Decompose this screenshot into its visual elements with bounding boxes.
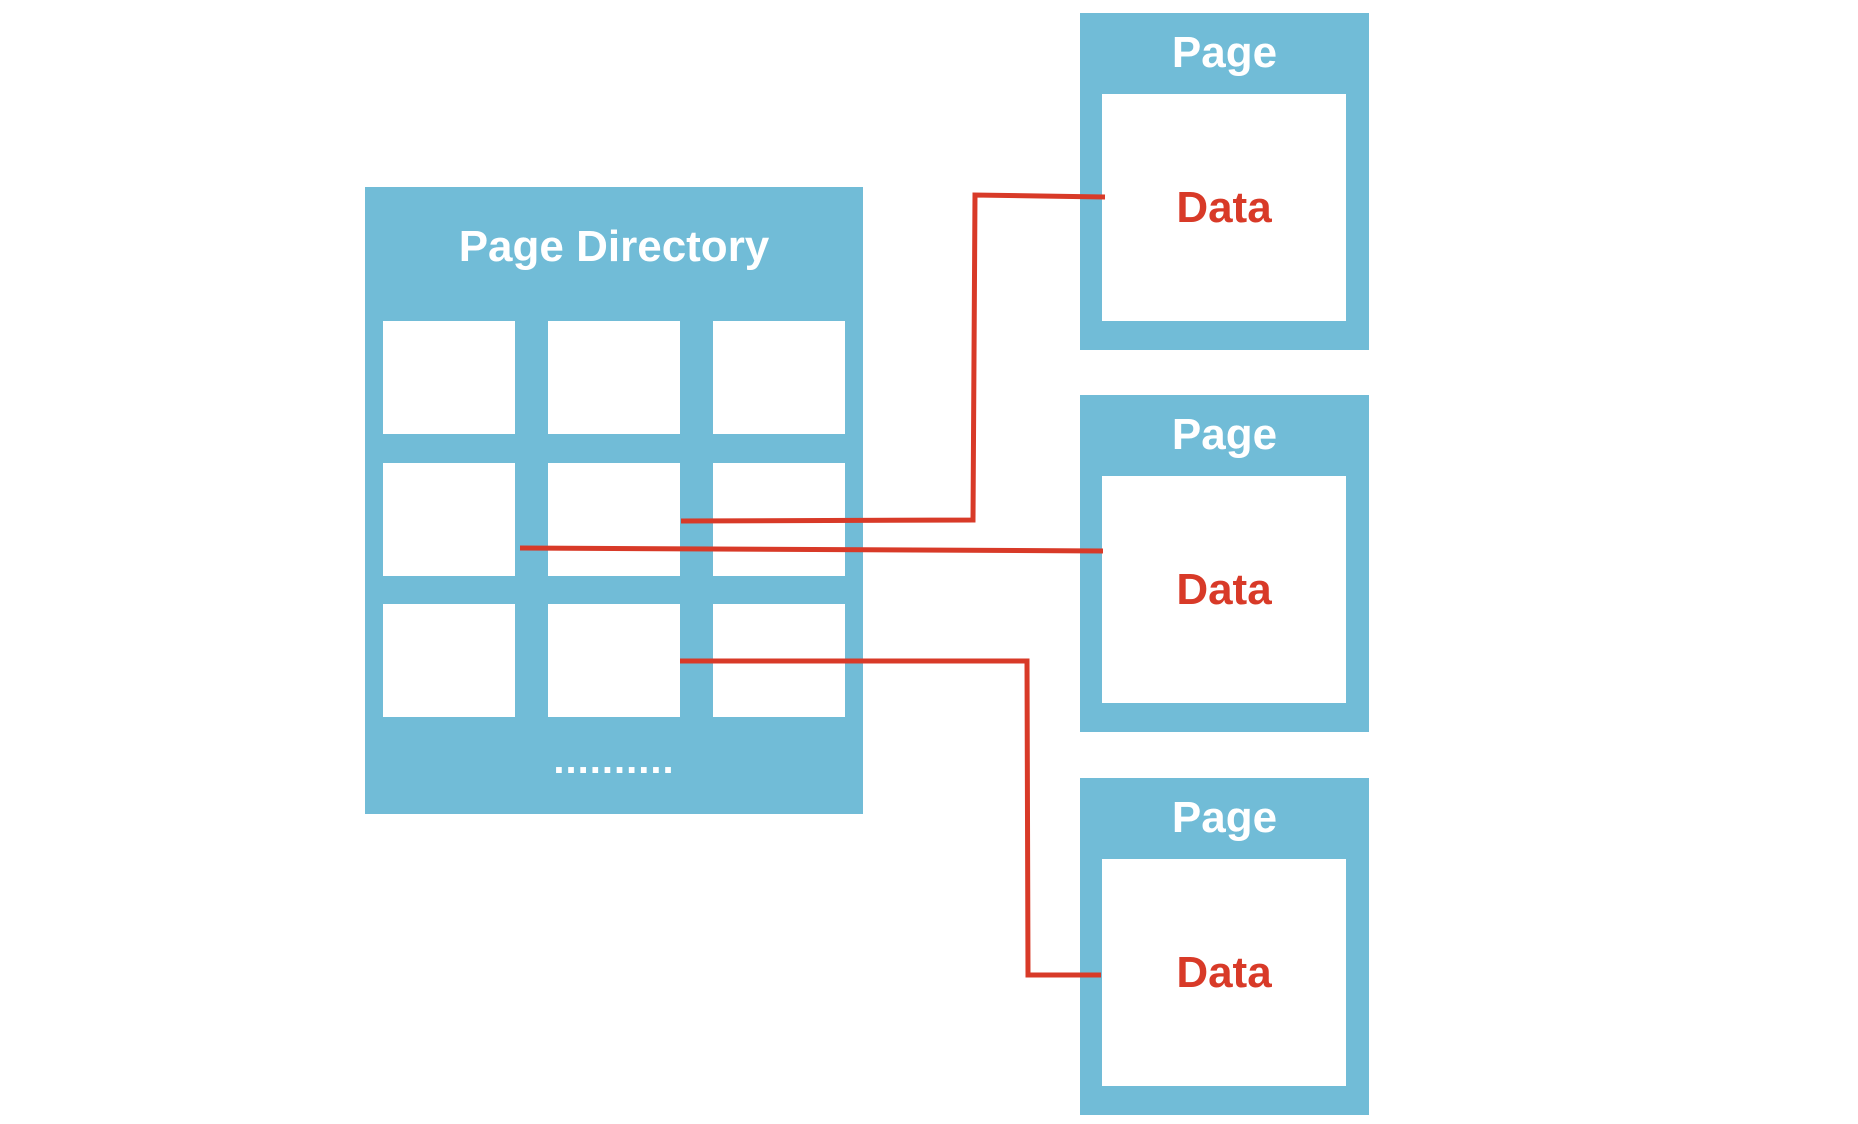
page-data-area-1: Data [1102, 94, 1346, 321]
page-box-3: Page Data [1080, 778, 1369, 1115]
page-data-area-2: Data [1102, 476, 1346, 703]
page-box-2: Page Data [1080, 395, 1369, 732]
page-title-2: Page [1171, 410, 1278, 459]
page-title-1: Page [1171, 28, 1278, 77]
page-data-label-3: Data [1176, 948, 1272, 997]
page-data-label-1: Data [1176, 183, 1272, 232]
page-title-3: Page [1171, 793, 1278, 842]
directory-slot-r1c1 [383, 321, 515, 434]
directory-slot-r1c2 [548, 321, 680, 434]
page-directory-title: Page Directory [458, 222, 770, 271]
directory-slot-r3c1 [383, 604, 515, 717]
directory-slot-r3c3 [713, 604, 845, 717]
page-data-area-3: Data [1102, 859, 1346, 1086]
directory-slot-r1c3 [713, 321, 845, 434]
page-box-1: Page Data [1080, 13, 1369, 350]
directory-slot-r2c1 [383, 463, 515, 576]
directory-slot-r2c2 [548, 463, 680, 576]
page-directory-box: Page Directory .......... [365, 187, 863, 814]
directory-slot-r3c2 [548, 604, 680, 717]
directory-ellipsis: .......... [553, 738, 675, 782]
directory-slot-r2c3 [713, 463, 845, 576]
page-data-label-2: Data [1176, 565, 1272, 614]
